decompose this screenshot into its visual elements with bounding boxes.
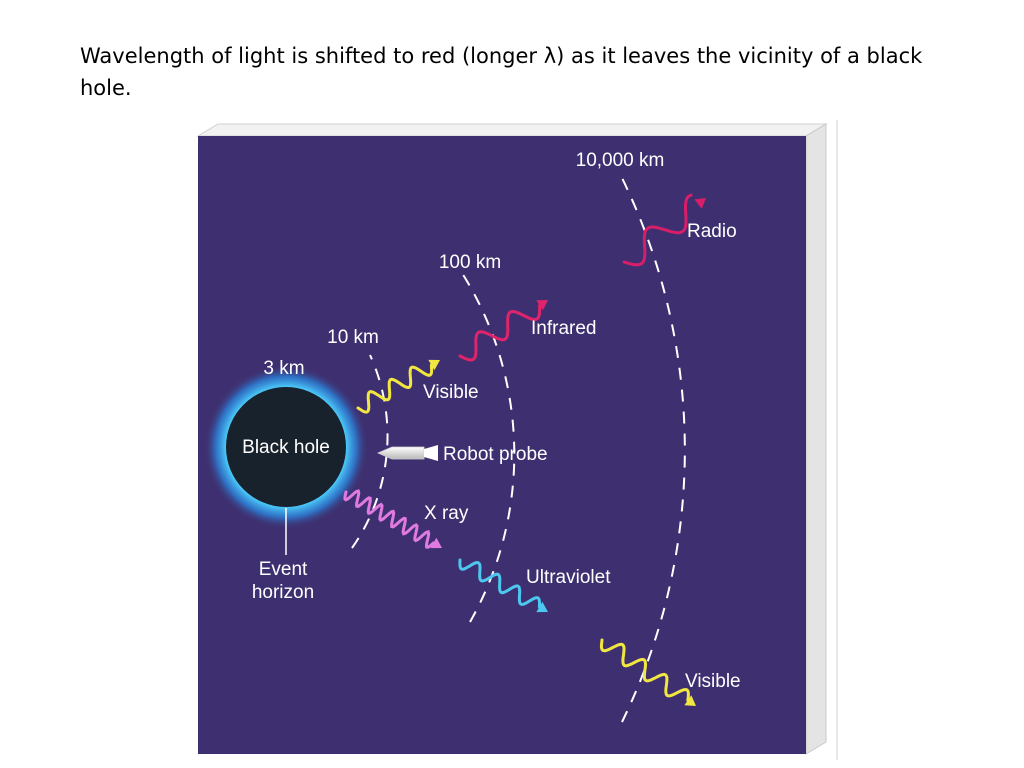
infrared-wave <box>458 300 548 362</box>
radius-3km-label: 3 km <box>263 358 304 379</box>
distance-10000km-label: 10,000 km <box>576 150 665 171</box>
radio-wave <box>622 193 706 267</box>
distance-100km-label: 100 km <box>439 252 501 273</box>
xray-label: X ray <box>424 503 469 524</box>
ultraviolet-wave <box>458 558 548 613</box>
visible-far-wave <box>599 638 696 706</box>
visible-near-wave <box>356 359 440 414</box>
radio-label: Radio <box>687 221 737 242</box>
infrared-label: Infrared <box>531 318 596 339</box>
robot-probe <box>376 445 438 461</box>
robot-probe-label: Robot probe <box>443 444 548 465</box>
event-horizon-label-line1: Event <box>259 559 308 580</box>
panel-top-edge <box>196 123 828 137</box>
xray-wave <box>343 489 442 549</box>
distance-10km-label: 10 km <box>327 327 379 348</box>
visible-far-label: Visible <box>685 671 741 692</box>
arc-10km <box>351 354 389 549</box>
visible-near-label: Visible <box>423 382 479 403</box>
panel-side-edge <box>805 123 827 755</box>
event-horizon-label-line2: horizon <box>252 582 314 603</box>
black-hole <box>226 387 346 507</box>
black-hole-label: Black hole <box>242 437 330 458</box>
ultraviolet-label: Ultraviolet <box>526 567 611 588</box>
caption-text: Wavelength of light is shifted to red (l… <box>80 44 923 100</box>
